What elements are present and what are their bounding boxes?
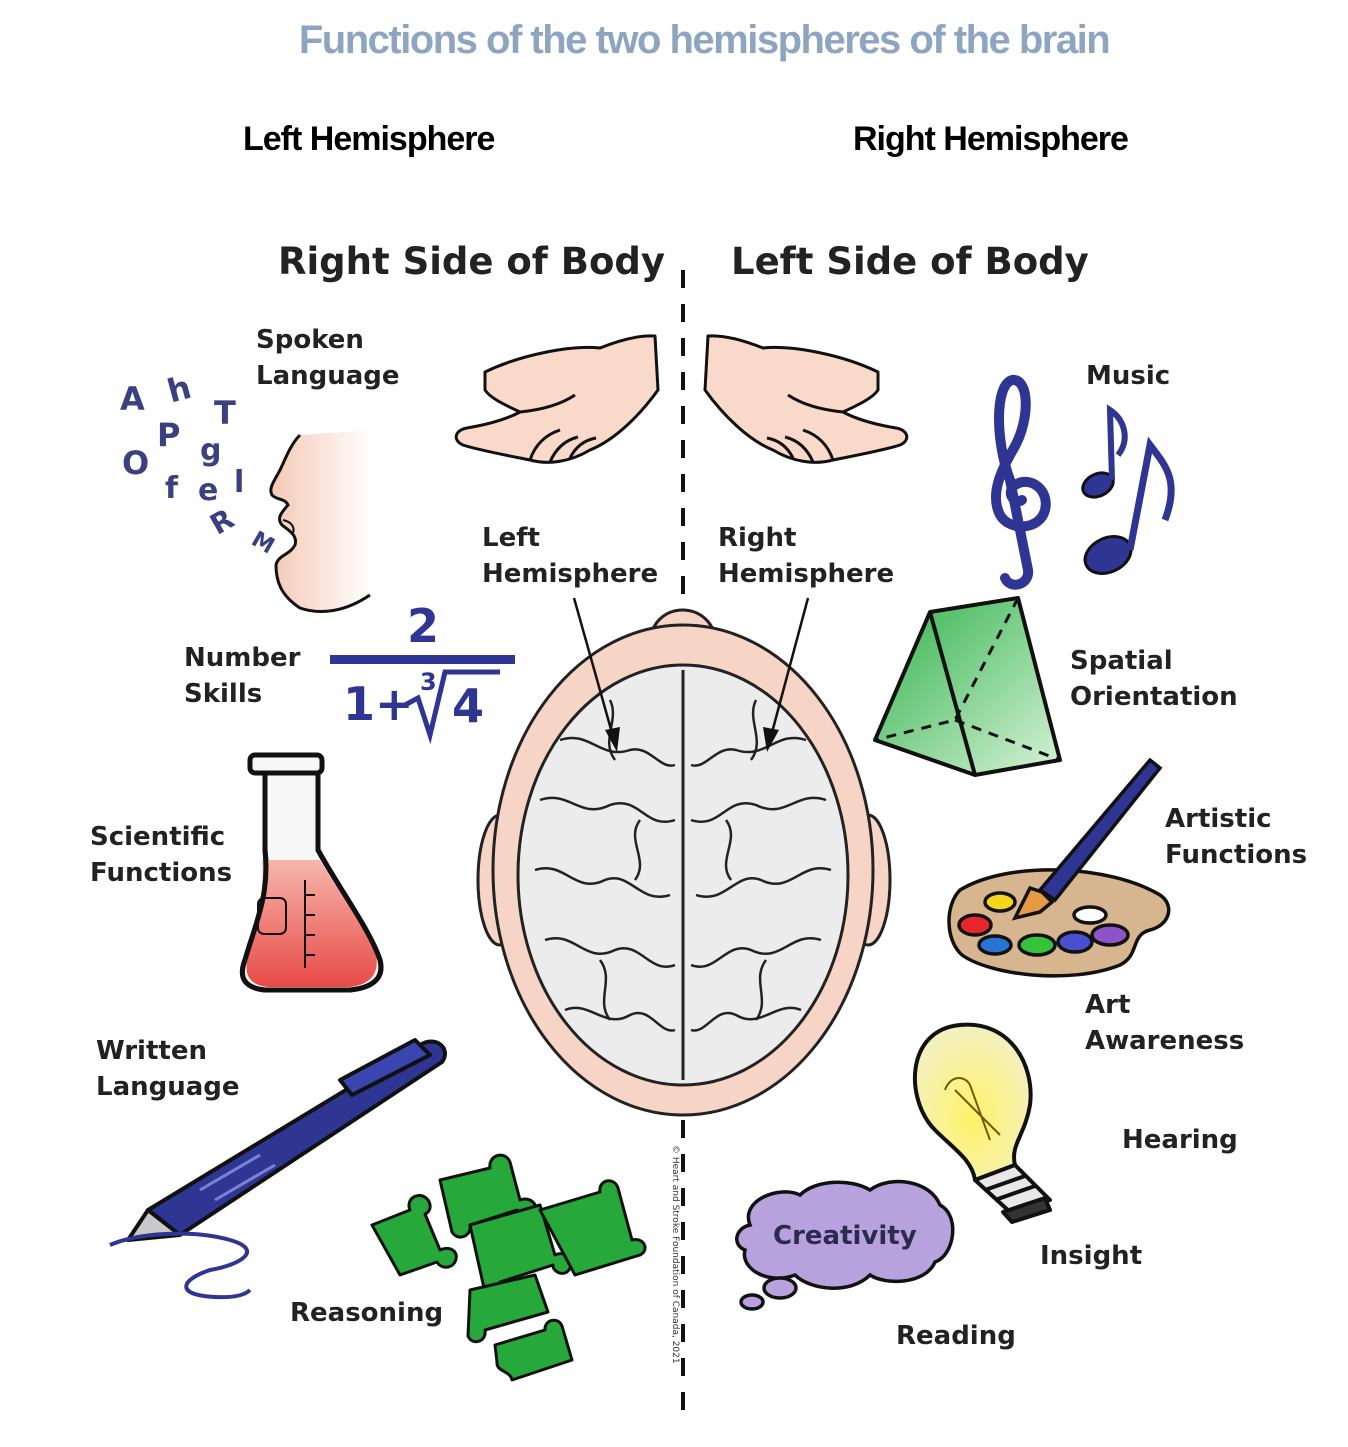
formula-root-index: 3	[420, 668, 437, 696]
page-title: Functions of the two hemispheres of the …	[298, 18, 1111, 62]
floating-letters: A h T P g O f e l R M	[120, 368, 278, 560]
number-formula-icon: 2 1+ 3 4	[330, 599, 515, 745]
insight-label: Insight	[1040, 1241, 1143, 1271]
reading-label: Reading	[896, 1321, 1016, 1351]
prism-icon	[873, 596, 1062, 777]
right-hemisphere-header: Right Hemisphere	[853, 120, 1129, 158]
reasoning-label: Reasoning	[290, 1298, 444, 1328]
letter-p: P	[157, 416, 180, 454]
puzzle-icon	[370, 1153, 647, 1382]
letter-o: O	[122, 444, 149, 482]
hearing-label: Hearing	[1122, 1125, 1238, 1155]
right-side-of-body-label: Right Side of Body	[278, 240, 665, 283]
fraction-bar	[330, 655, 515, 664]
letter-m: M	[247, 527, 278, 560]
right-hand-icon	[454, 334, 660, 464]
left-side-of-body-label: Left Side of Body	[731, 240, 1089, 283]
flask-icon	[239, 752, 384, 993]
letter-a: A	[120, 380, 145, 418]
letter-f: f	[165, 471, 179, 506]
left-hand-icon	[703, 334, 909, 464]
music-notes-icon	[991, 375, 1175, 590]
copyright-notice: © Heart and Stroke Foundation of Canada,…	[670, 1145, 680, 1364]
letter-h: h	[163, 368, 195, 411]
light-bulb-icon	[913, 1022, 1052, 1224]
music-label: Music	[1086, 361, 1171, 391]
creativity-cloud-icon	[735, 1179, 955, 1311]
left-hemisphere-header: Left Hemisphere	[243, 120, 495, 158]
letter-e: e	[198, 473, 218, 508]
speaking-face-icon	[269, 430, 372, 614]
letter-g: g	[200, 433, 221, 468]
brain-head-icon	[476, 597, 892, 1117]
formula-numerator: 2	[407, 599, 439, 653]
letter-l: l	[234, 465, 244, 500]
formula-root-value: 4	[452, 679, 484, 733]
brain-folds	[534, 699, 832, 1032]
palette-icon	[947, 757, 1171, 978]
pen-icon	[109, 1038, 447, 1300]
formula-denominator: 1+	[343, 677, 414, 731]
creativity-label: Creativity	[773, 1221, 917, 1251]
letter-t: T	[214, 394, 236, 432]
